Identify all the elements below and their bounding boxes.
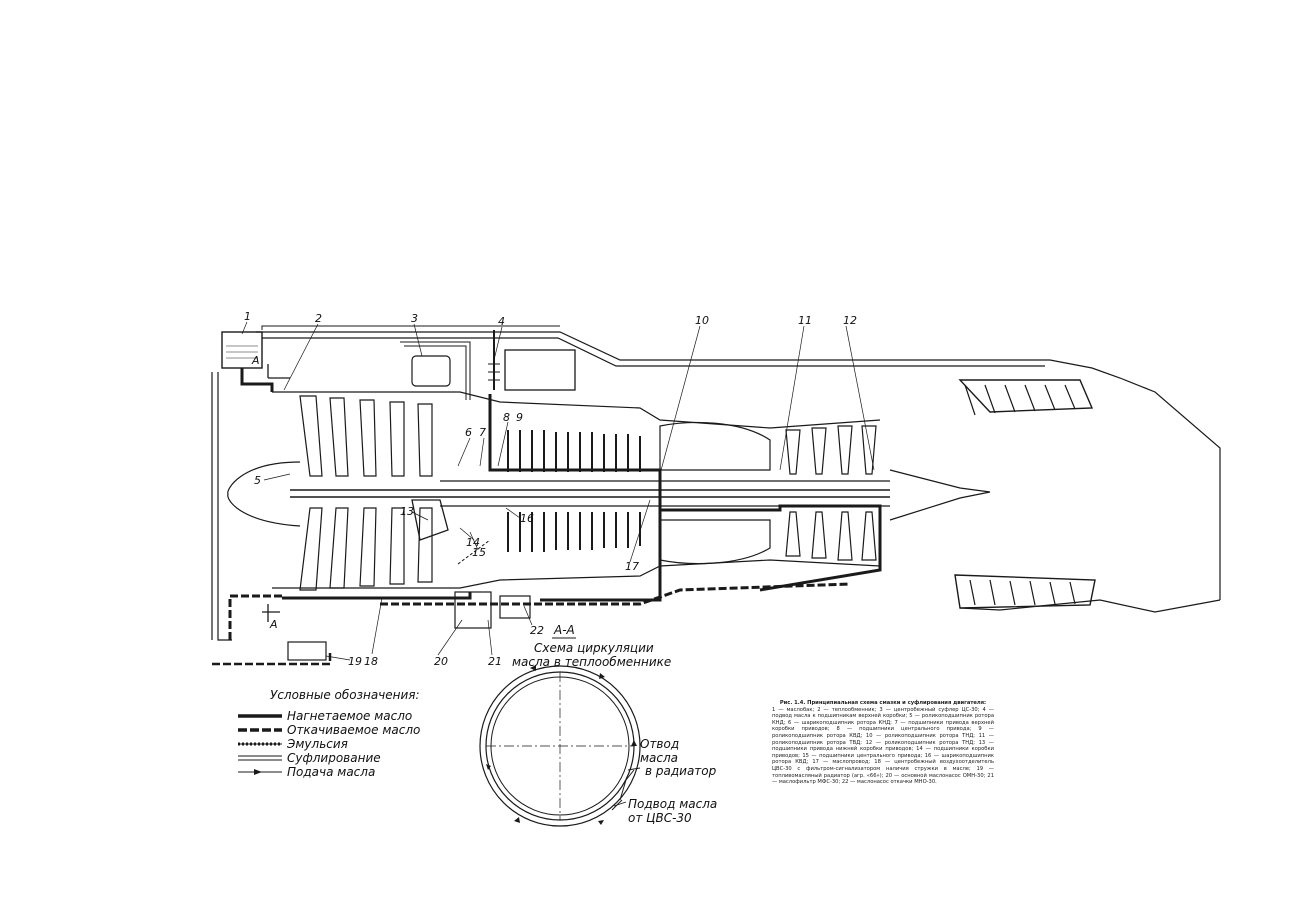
callout-15: 15 <box>472 546 486 559</box>
inset-section: А-А <box>553 623 575 637</box>
legend-item-pressure: Нагнетаемое масло <box>238 709 412 723</box>
inset-outlet-line3: в радиатор <box>645 764 717 778</box>
section-mark-lower: А <box>262 604 280 631</box>
callout-3: 3 <box>411 312 418 325</box>
engine-cutaway <box>221 331 1221 661</box>
section-label-upper: А <box>251 354 260 367</box>
section-label-lower: А <box>269 618 278 631</box>
callout-2: 2 <box>315 312 322 325</box>
oil-lines <box>211 325 882 666</box>
inset-inlet-line1: Подвод масла <box>628 797 717 811</box>
caption-title: Рис. 1.4. Принципиальная схема смазки и … <box>779 700 987 706</box>
callout-19: 19 <box>348 655 362 668</box>
callout-5: 5 <box>254 474 261 487</box>
callout-6: 6 <box>465 426 472 439</box>
callout-18: 18 <box>364 655 378 668</box>
callouts: 1 2 3 4 5 6 7 8 9 10 11 12 13 14 15 16 1… <box>241 310 875 668</box>
legend: Условные обозначения: Нагнетаемое масло … <box>238 688 420 779</box>
inset-inlet-line2: от ЦВС-30 <box>628 811 692 825</box>
heat-exchanger-inset: А-А Схема циркуляции масла в теплообменн… <box>479 623 717 827</box>
legend-item-emulsion: Эмульсия <box>238 737 348 751</box>
section-mark-upper: А <box>251 354 290 379</box>
callout-8: 8 <box>503 411 510 424</box>
legend-item-feed: Подача масла <box>238 765 375 779</box>
inset-title-line1: Схема циркуляции <box>534 641 654 655</box>
callout-7: 7 <box>479 426 486 439</box>
legend-label: Откачиваемое масло <box>287 723 420 737</box>
figure-caption: Рис. 1.4. Принципиальная схема смазки и … <box>772 700 994 786</box>
legend-label: Суфлирование <box>287 751 381 765</box>
callout-4: 4 <box>498 315 505 328</box>
legend-item-breather: Суфлирование <box>238 751 381 765</box>
callout-20: 20 <box>434 655 448 668</box>
legend-label: Нагнетаемое масло <box>287 709 412 723</box>
legend-label: Эмульсия <box>286 737 348 751</box>
legend-item-scavenge: Откачиваемое масло <box>238 723 420 737</box>
callout-10: 10 <box>695 314 709 327</box>
inset-outlet-line1: Отвод <box>640 737 679 751</box>
inset-outlet-line2: масла <box>640 751 678 765</box>
caption-body: 1 — маслобак; 2 — теплообменник; 3 — цен… <box>772 706 994 786</box>
inset-title-line2: масла в теплообменнике <box>512 655 671 669</box>
callout-16: 16 <box>520 512 534 525</box>
legend-label: Подача масла <box>287 765 375 779</box>
callout-22: 22 <box>530 624 544 637</box>
callout-11: 11 <box>798 314 812 327</box>
callout-12: 12 <box>843 314 857 327</box>
callout-21: 21 <box>488 655 502 668</box>
callout-17: 17 <box>625 560 639 573</box>
callout-14: 14 <box>466 536 480 549</box>
callout-9: 9 <box>516 411 523 424</box>
callout-13: 13 <box>400 505 414 518</box>
legend-title: Условные обозначения: <box>270 688 420 702</box>
callout-1: 1 <box>244 310 251 323</box>
